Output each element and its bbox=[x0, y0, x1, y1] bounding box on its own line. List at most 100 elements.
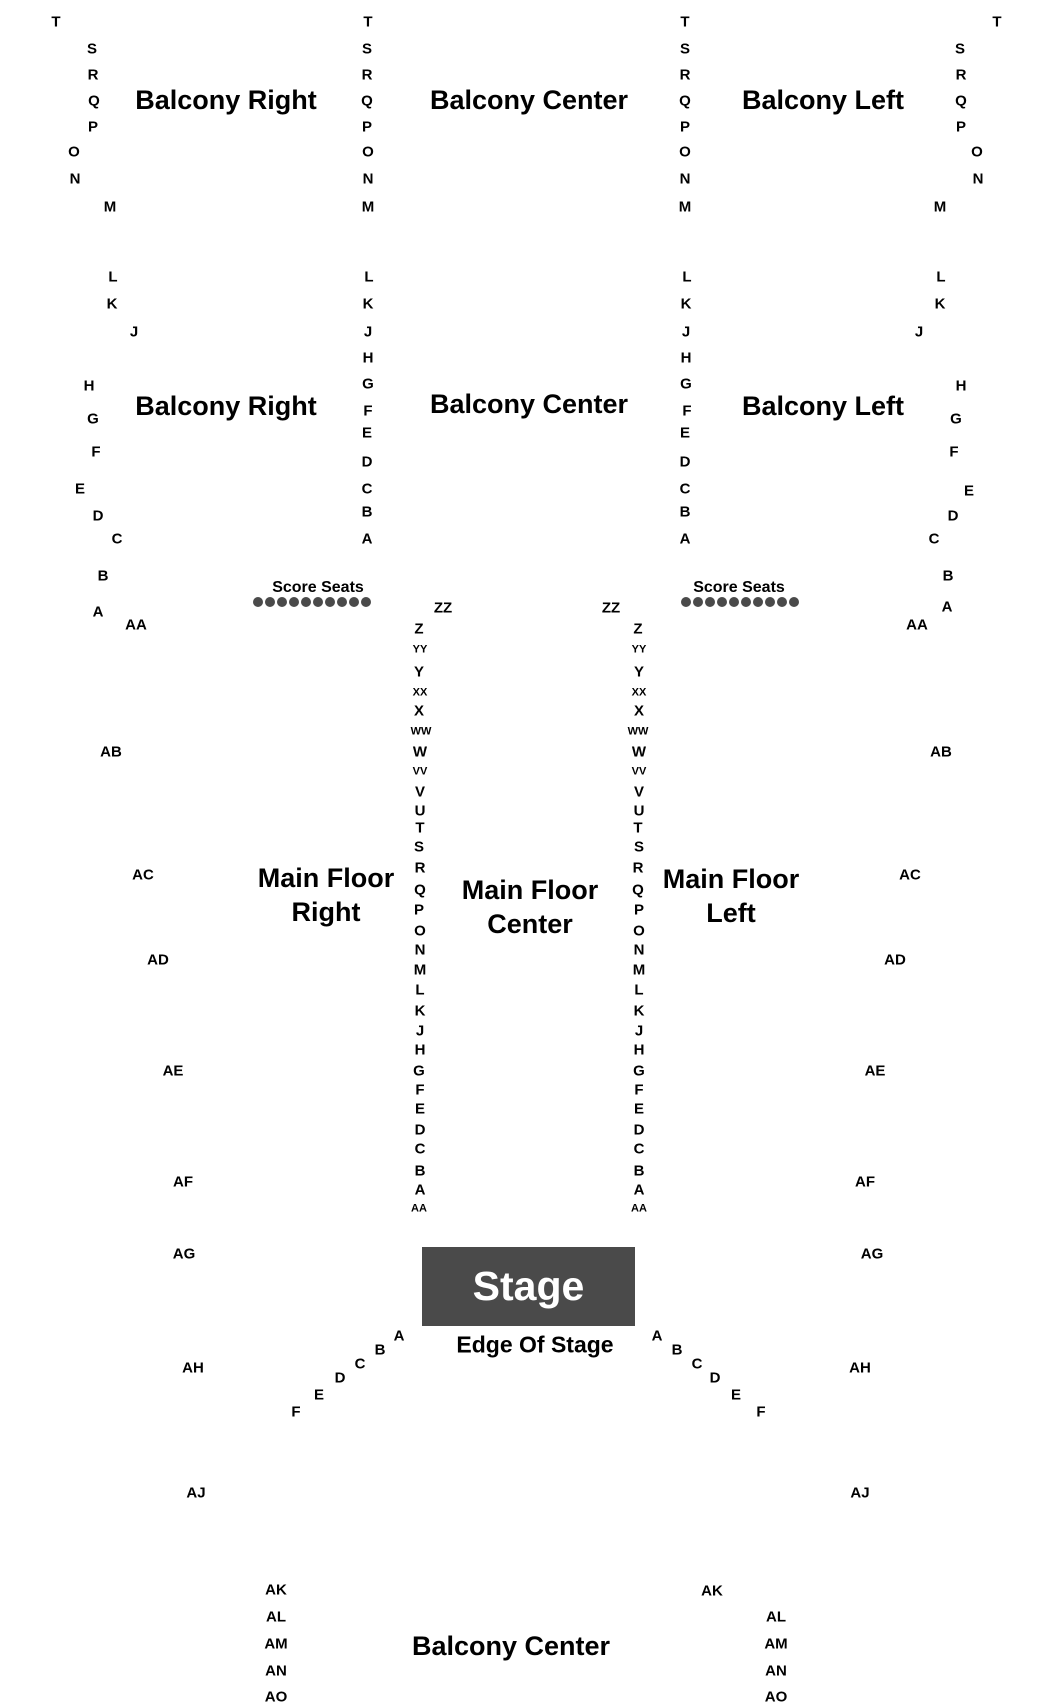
section-balcony-right-lower[interactable]: Balcony Right bbox=[135, 389, 317, 423]
row-label: C bbox=[691, 1355, 703, 1373]
score-seat-dot[interactable] bbox=[301, 597, 311, 607]
row-label: AA bbox=[125, 616, 147, 634]
row-label: C bbox=[111, 530, 123, 548]
score-seat-dot[interactable] bbox=[337, 597, 347, 607]
section-balcony-left-upper[interactable]: Balcony Left bbox=[742, 83, 904, 117]
row-label: AG bbox=[172, 1245, 196, 1263]
row-label: K bbox=[633, 1002, 645, 1020]
row-label: H bbox=[955, 377, 967, 395]
row-label: R bbox=[414, 859, 426, 877]
row-label: H bbox=[633, 1041, 645, 1059]
row-label: AD bbox=[147, 951, 169, 969]
score-seat-dot[interactable] bbox=[693, 597, 703, 607]
row-label: G bbox=[362, 375, 374, 393]
row-label: E bbox=[679, 424, 691, 442]
row-label: AH bbox=[849, 1359, 871, 1377]
score-seat-dot[interactable] bbox=[741, 597, 751, 607]
row-label: AF bbox=[855, 1173, 875, 1191]
row-label: P bbox=[955, 118, 967, 136]
score-seat-dot[interactable] bbox=[789, 597, 799, 607]
section-balcony-center-lower[interactable]: Balcony Center bbox=[430, 387, 628, 421]
row-label: R bbox=[679, 66, 691, 84]
score-seat-dot[interactable] bbox=[681, 597, 691, 607]
row-label: AJ bbox=[186, 1484, 206, 1502]
score-seat-dot[interactable] bbox=[777, 597, 787, 607]
score-seat-dot[interactable] bbox=[349, 597, 359, 607]
row-label: M bbox=[933, 198, 947, 216]
score-seat-dot[interactable] bbox=[289, 597, 299, 607]
row-label: K bbox=[934, 295, 946, 313]
row-label: P bbox=[87, 118, 99, 136]
row-label: ZZ bbox=[433, 599, 453, 617]
section-balcony-center-upper[interactable]: Balcony Center bbox=[430, 83, 628, 117]
stage[interactable]: Stage bbox=[422, 1247, 635, 1326]
score-seat-dot[interactable] bbox=[717, 597, 727, 607]
score-seat-dot[interactable] bbox=[277, 597, 287, 607]
row-label: W bbox=[412, 743, 428, 761]
row-label: B bbox=[679, 503, 691, 521]
row-label: U bbox=[633, 802, 645, 820]
row-label: AB bbox=[100, 743, 122, 761]
score-seat-dot[interactable] bbox=[729, 597, 739, 607]
score-seat-dot[interactable] bbox=[265, 597, 275, 607]
row-label: B bbox=[671, 1341, 683, 1359]
row-label: XX bbox=[412, 686, 428, 699]
score-seats-label: Score Seats bbox=[693, 579, 785, 596]
row-label: K bbox=[106, 295, 118, 313]
row-label: H bbox=[362, 349, 374, 367]
score-seat-dot[interactable] bbox=[753, 597, 763, 607]
row-label: V bbox=[633, 783, 645, 801]
score-seat-dot[interactable] bbox=[361, 597, 371, 607]
row-label: B bbox=[942, 567, 954, 585]
section-balcony-left-lower[interactable]: Balcony Left bbox=[742, 389, 904, 423]
score-seat-dot[interactable] bbox=[253, 597, 263, 607]
row-label: W bbox=[631, 743, 647, 761]
row-label: AD bbox=[884, 951, 906, 969]
row-label: A bbox=[361, 530, 373, 548]
row-label: AA bbox=[906, 616, 928, 634]
row-label: J bbox=[634, 1022, 644, 1040]
row-label: M bbox=[103, 198, 117, 216]
row-label: M bbox=[632, 961, 646, 979]
row-label: O bbox=[362, 143, 374, 161]
row-label: D bbox=[361, 453, 373, 471]
section-balcony-center-bottom[interactable]: Balcony Center bbox=[412, 1629, 610, 1663]
row-label: M bbox=[413, 961, 427, 979]
row-label: Y bbox=[633, 663, 645, 681]
score-seat-dot[interactable] bbox=[765, 597, 775, 607]
row-label: H bbox=[680, 349, 692, 367]
row-label: AG bbox=[860, 1245, 884, 1263]
row-label: O bbox=[68, 143, 80, 161]
row-label: F bbox=[634, 1081, 644, 1099]
score-seat-dot[interactable] bbox=[313, 597, 323, 607]
row-label: F bbox=[415, 1081, 425, 1099]
row-label: R bbox=[955, 66, 967, 84]
row-label: Y bbox=[413, 663, 425, 681]
row-label: D bbox=[92, 507, 104, 525]
row-label: Z bbox=[414, 620, 424, 638]
row-label: J bbox=[415, 1022, 425, 1040]
section-label-line: Main Floor bbox=[662, 863, 800, 894]
row-label: B bbox=[97, 567, 109, 585]
row-label: AO bbox=[264, 1688, 288, 1706]
row-label: A bbox=[393, 1327, 405, 1345]
row-label: N bbox=[633, 941, 645, 959]
section-label-line: Left bbox=[706, 898, 756, 928]
section-balcony-right-upper[interactable]: Balcony Right bbox=[135, 83, 317, 117]
row-label: AN bbox=[765, 1662, 787, 1680]
row-label: WW bbox=[627, 725, 649, 738]
stage-label: Stage bbox=[472, 1263, 585, 1309]
row-label: H bbox=[414, 1041, 426, 1059]
row-label: C bbox=[354, 1355, 366, 1373]
score-seat-dot[interactable] bbox=[705, 597, 715, 607]
section-label-line: Balcony Center bbox=[411, 1630, 611, 1661]
row-label: D bbox=[633, 1121, 645, 1139]
row-label: F bbox=[363, 402, 373, 420]
row-label: AF bbox=[173, 1173, 193, 1191]
score-seat-dot[interactable] bbox=[325, 597, 335, 607]
row-label: XX bbox=[631, 686, 647, 699]
